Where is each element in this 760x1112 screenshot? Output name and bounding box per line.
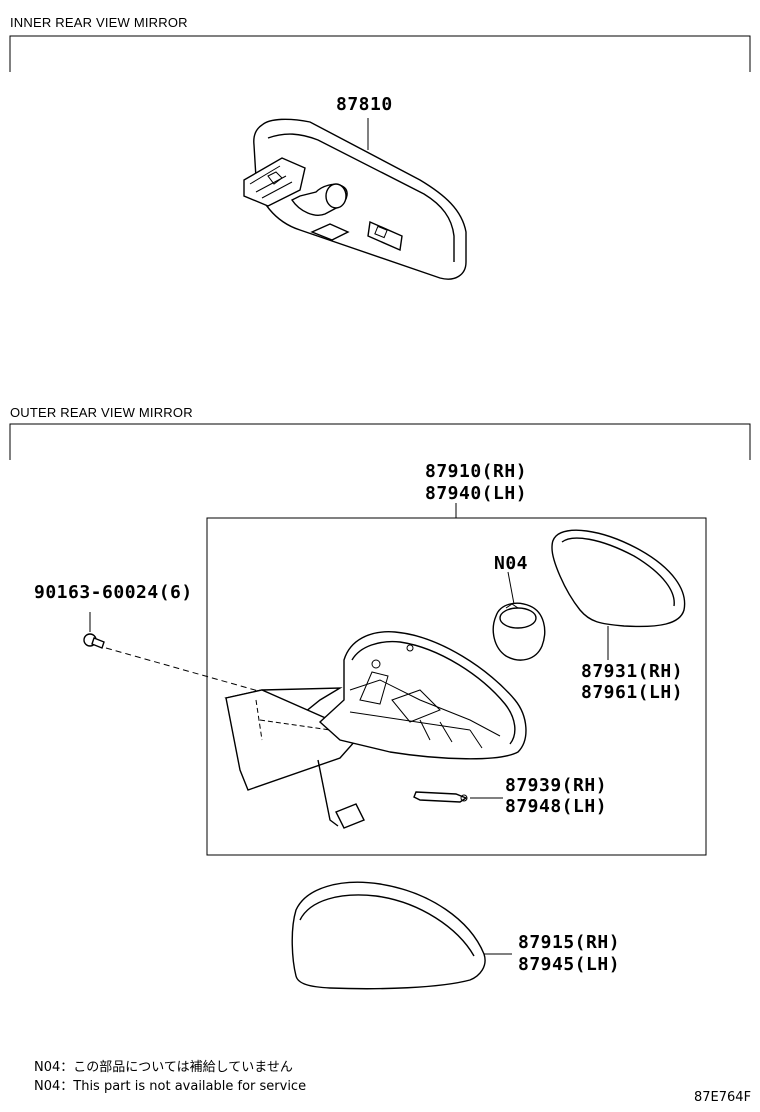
actuator-n04-drawing	[492, 571, 546, 661]
inner-mirror-section-title: INNER REAR VIEW MIRROR	[10, 15, 188, 30]
side-turn-lamp-drawing	[413, 791, 503, 803]
mirror-glass-drawing	[551, 529, 686, 660]
part-number-87961[interactable]: 87961(LH)	[581, 682, 684, 703]
outer-mirror-section-title: OUTER REAR VIEW MIRROR	[10, 405, 193, 420]
part-number-87810[interactable]: 87810	[336, 94, 393, 115]
part-number-n04[interactable]: N04	[494, 553, 529, 574]
part-number-90163[interactable]: 90163-60024(6)	[34, 582, 193, 603]
screw-90163-drawing	[83, 612, 263, 693]
part-number-87948[interactable]: 87948(LH)	[505, 796, 608, 817]
outer-section-bracket	[9, 423, 751, 460]
part-number-87945[interactable]: 87945(LH)	[518, 954, 621, 975]
inner-mirror-drawing	[243, 118, 467, 280]
inner-section-bracket	[9, 35, 751, 72]
part-number-87910[interactable]: 87910(RH)	[425, 461, 528, 482]
outer-mirror-housing-drawing	[318, 631, 527, 760]
part-number-87940[interactable]: 87940(LH)	[425, 483, 528, 504]
note-n04-english: N04：This part is not available for servi…	[34, 1079, 307, 1094]
part-number-87931[interactable]: 87931(RH)	[581, 661, 684, 682]
part-number-87939[interactable]: 87939(RH)	[505, 775, 608, 796]
diagram-code: 87E764F	[694, 1090, 752, 1105]
note-n04-japanese: N04：この部品については補給していません	[34, 1060, 293, 1075]
part-number-87915[interactable]: 87915(RH)	[518, 932, 621, 953]
mirror-cover-drawing	[291, 881, 512, 990]
outer-mirror-base-drawing	[224, 687, 365, 829]
